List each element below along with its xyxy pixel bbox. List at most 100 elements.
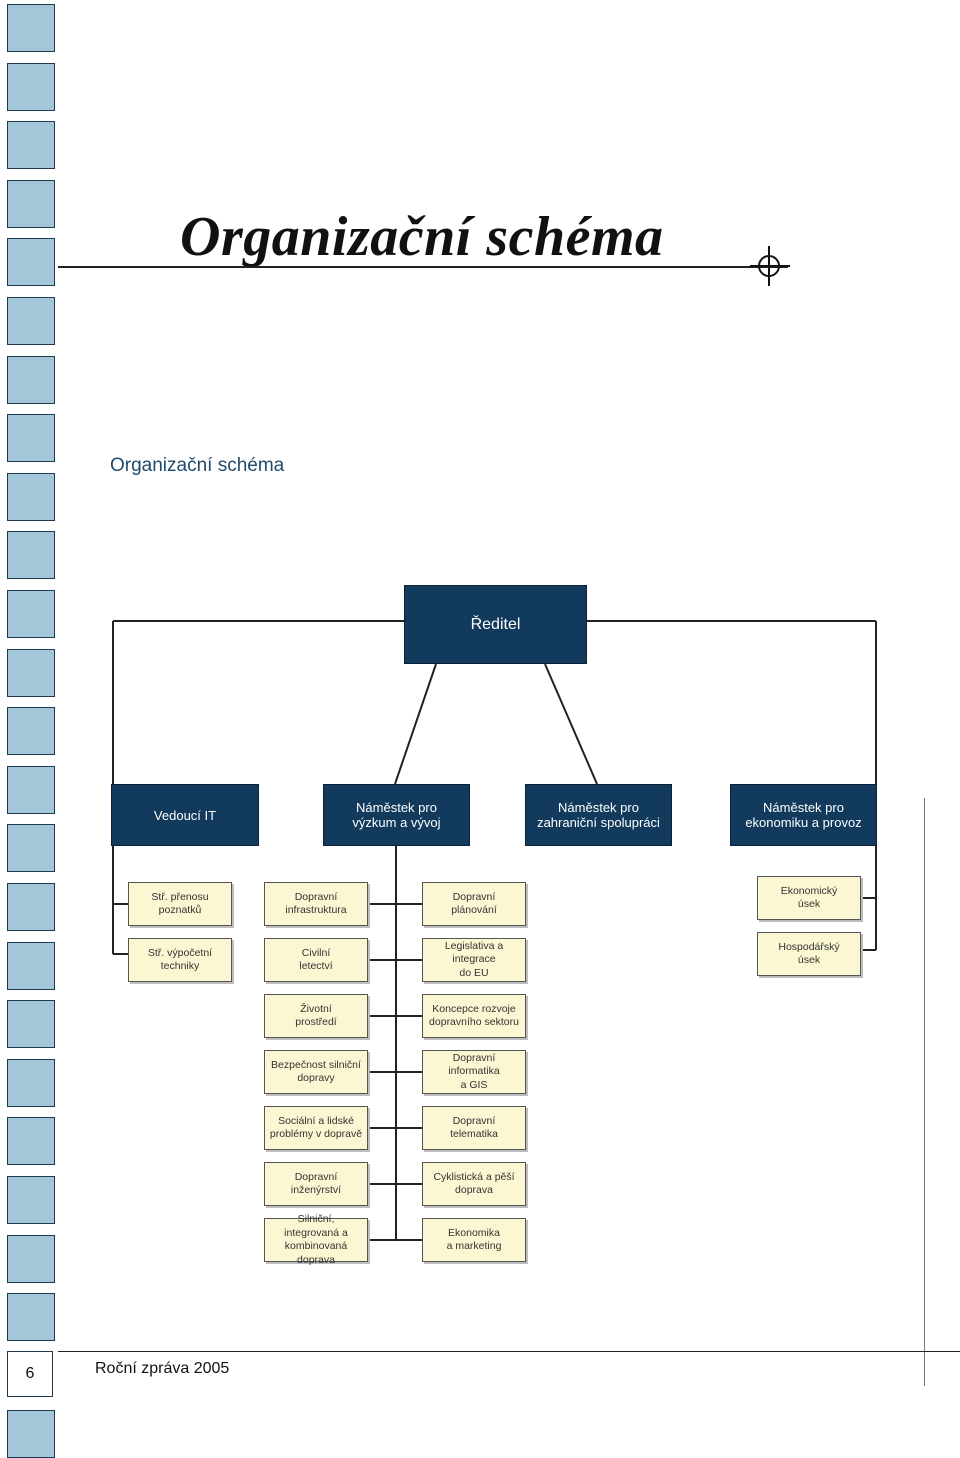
- research-unit-label: plánování: [451, 904, 497, 916]
- strip-square: [7, 297, 55, 345]
- head-it-label: Vedoucí IT: [153, 807, 217, 823]
- strip-square: [7, 238, 55, 287]
- strip-square: [7, 707, 55, 756]
- it-unit-label: poznatků: [158, 904, 202, 916]
- page-number-value: 6: [25, 1365, 35, 1382]
- strip-square: [7, 179, 55, 228]
- economy-unit-label: úsek: [797, 954, 821, 966]
- research-unit-label: a GIS: [460, 1078, 488, 1091]
- page-title: Organizační schéma: [180, 206, 664, 268]
- economy-unit-label: Ekonomický: [780, 884, 838, 897]
- it-unit-label: Stř. přenosu: [151, 890, 209, 903]
- strip-square: [7, 648, 55, 697]
- research-unit-label: Dopravní: [452, 890, 496, 903]
- it-unit-label: techniky: [160, 960, 200, 972]
- strip-square: [7, 883, 55, 931]
- research-unit-label: Bezpečnost silniční: [271, 1058, 361, 1071]
- head-foreign-line1: Náměstek pro: [558, 800, 639, 815]
- head-foreign-box: Náměstek pro zahraniční spolupráci: [525, 784, 672, 846]
- research-unit-label: Cyklistická a pěší: [433, 1170, 515, 1183]
- strip-square: [7, 62, 55, 111]
- research-unit-label: Ekonomika: [448, 1226, 500, 1239]
- research-unit-label: infrastruktura: [285, 904, 347, 916]
- strip-square: [7, 1117, 55, 1166]
- research-unit-label: problémy v dopravě: [269, 1128, 363, 1140]
- strip-square: [7, 765, 55, 814]
- research-unit-label: dopravy: [297, 1072, 335, 1084]
- research-unit-label: Dopravní: [294, 1170, 338, 1183]
- title-rule: [58, 266, 788, 268]
- head-foreign-line2: zahraniční spolupráci: [537, 815, 660, 830]
- strip-square: [7, 414, 55, 463]
- research-unit-label: Civilní: [301, 946, 331, 959]
- strip-square: [7, 1293, 55, 1342]
- director-box: Ředitel: [404, 585, 587, 664]
- head-economy-box: Náměstek pro ekonomiku a provoz: [730, 784, 877, 846]
- research-unit-label: a marketing: [446, 1240, 502, 1252]
- left-square-strip: [7, 0, 55, 1458]
- research-unit-label: Dopravní informatika: [448, 1051, 500, 1078]
- strip-square: [7, 941, 55, 990]
- strip-square: [7, 1058, 55, 1107]
- right-margin-rule: [924, 798, 925, 1386]
- footer-rule: [58, 1351, 960, 1352]
- director-label: Ředitel: [470, 616, 521, 633]
- strip-square: [7, 4, 55, 52]
- head-economy-line1: Náměstek pro: [763, 800, 844, 815]
- it-unit-label: Stř. výpočetní: [147, 946, 213, 959]
- report-label: Roční zpráva 2005: [95, 1360, 230, 1377]
- research-unit-label: dopravního sektoru: [429, 1016, 519, 1028]
- research-unit-label: telematika: [450, 1128, 498, 1140]
- research-unit-label: Dopravní: [452, 1114, 496, 1127]
- research-unit-label: inženýrství: [290, 1184, 342, 1196]
- strip-square: [7, 1000, 55, 1049]
- research-unit-label: doprava: [455, 1184, 493, 1196]
- economy-unit-label: Hospodářský: [778, 940, 840, 953]
- strip-square: [7, 121, 55, 170]
- strip-square: [7, 472, 55, 521]
- head-research-box: Náměstek pro výzkum a vývoj: [323, 784, 470, 846]
- research-unit-label: letectví: [299, 960, 333, 972]
- research-unit-label: prostředí: [295, 1016, 337, 1028]
- research-unit-label: Legislativa a integrace: [444, 939, 504, 966]
- strip-square: [7, 824, 55, 873]
- strip-square: [7, 1234, 55, 1283]
- registration-mark-icon: [750, 246, 790, 286]
- research-unit-label: do EU: [459, 966, 489, 979]
- head-it-box: Vedoucí IT: [111, 784, 259, 846]
- chart-subtitle: Organizační schéma: [110, 455, 285, 476]
- head-economy-line2: ekonomiku a provoz: [745, 815, 862, 830]
- research-unit-label: kombinovaná doprava: [284, 1240, 348, 1266]
- strip-square: [7, 590, 55, 638]
- head-research-line1: Náměstek pro: [356, 800, 437, 815]
- research-unit-label: Koncepce rozvoje: [432, 1002, 516, 1015]
- strip-square: [7, 531, 55, 580]
- research-unit-label: Životní: [300, 1002, 332, 1015]
- economy-unit-label: úsek: [797, 898, 821, 910]
- research-unit-label: Sociální a lidské: [278, 1114, 354, 1127]
- page-number: 6: [7, 1351, 53, 1397]
- research-unit-label: Silniční, integrovaná a: [284, 1213, 348, 1239]
- strip-square: [7, 355, 55, 404]
- head-research-line2: výzkum a vývoj: [352, 815, 441, 830]
- strip-square: [7, 1176, 55, 1224]
